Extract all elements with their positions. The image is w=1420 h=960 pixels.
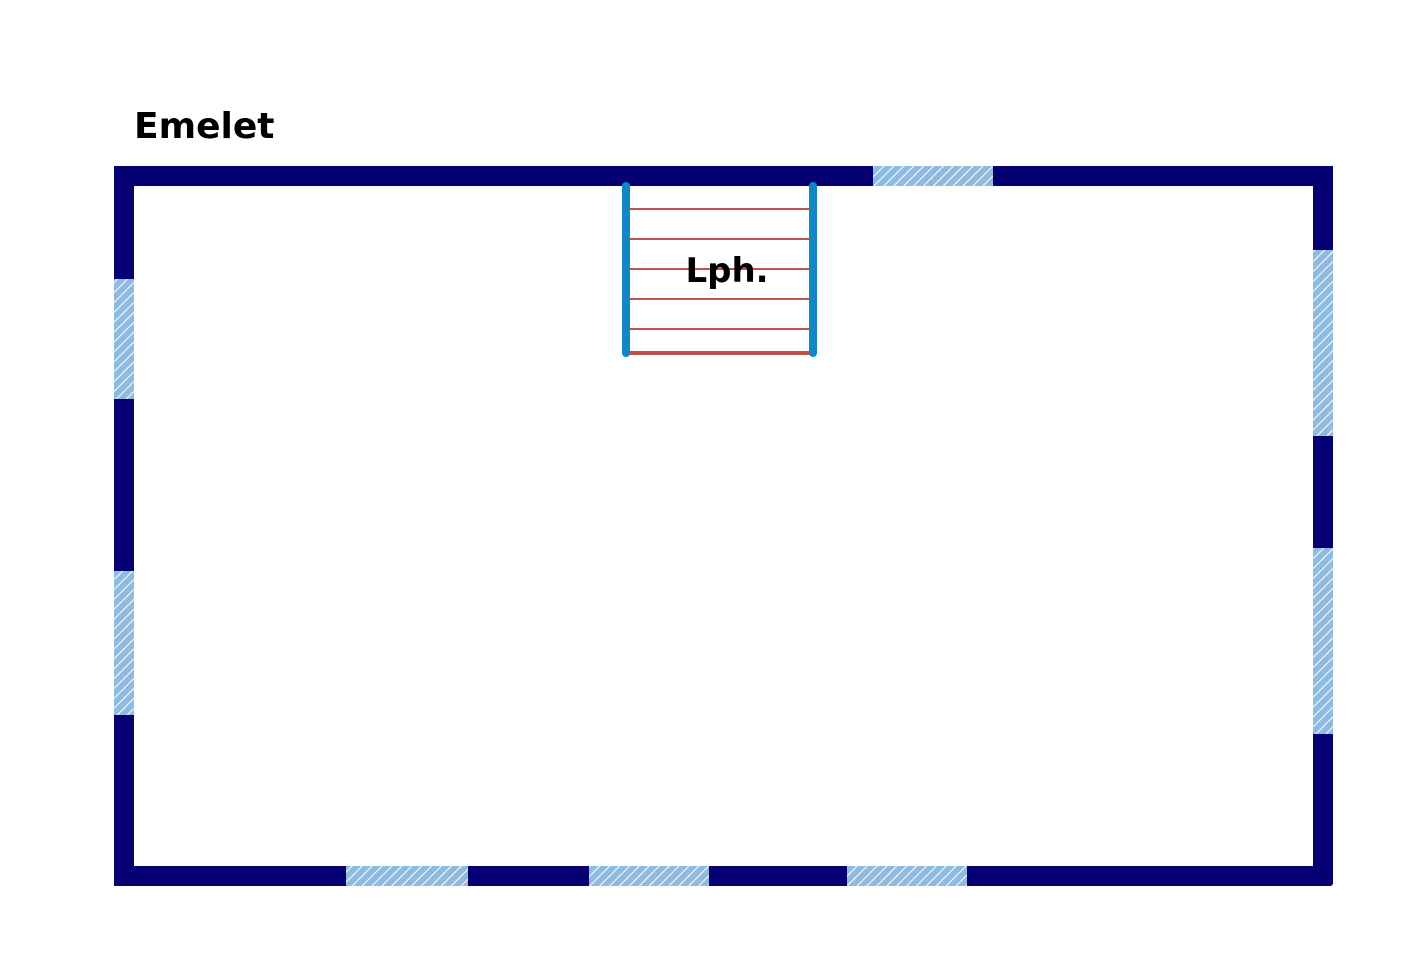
window-top — [873, 166, 993, 186]
wall-left — [114, 166, 134, 886]
window-right-upper — [1313, 250, 1333, 436]
stair-label: Lph. — [685, 251, 768, 291]
windows — [114, 166, 1333, 886]
wall-bottom — [114, 866, 1333, 886]
window-left-upper — [114, 279, 134, 399]
window-left-lower — [114, 571, 134, 715]
window-bottom-1 — [346, 866, 468, 886]
window-bottom-2 — [589, 866, 709, 886]
staircase: Lph. — [622, 182, 817, 357]
floor-title: Emelet — [134, 106, 274, 147]
wall-top — [114, 166, 1333, 186]
window-right-lower — [1313, 548, 1333, 734]
window-bottom-3 — [847, 866, 967, 886]
